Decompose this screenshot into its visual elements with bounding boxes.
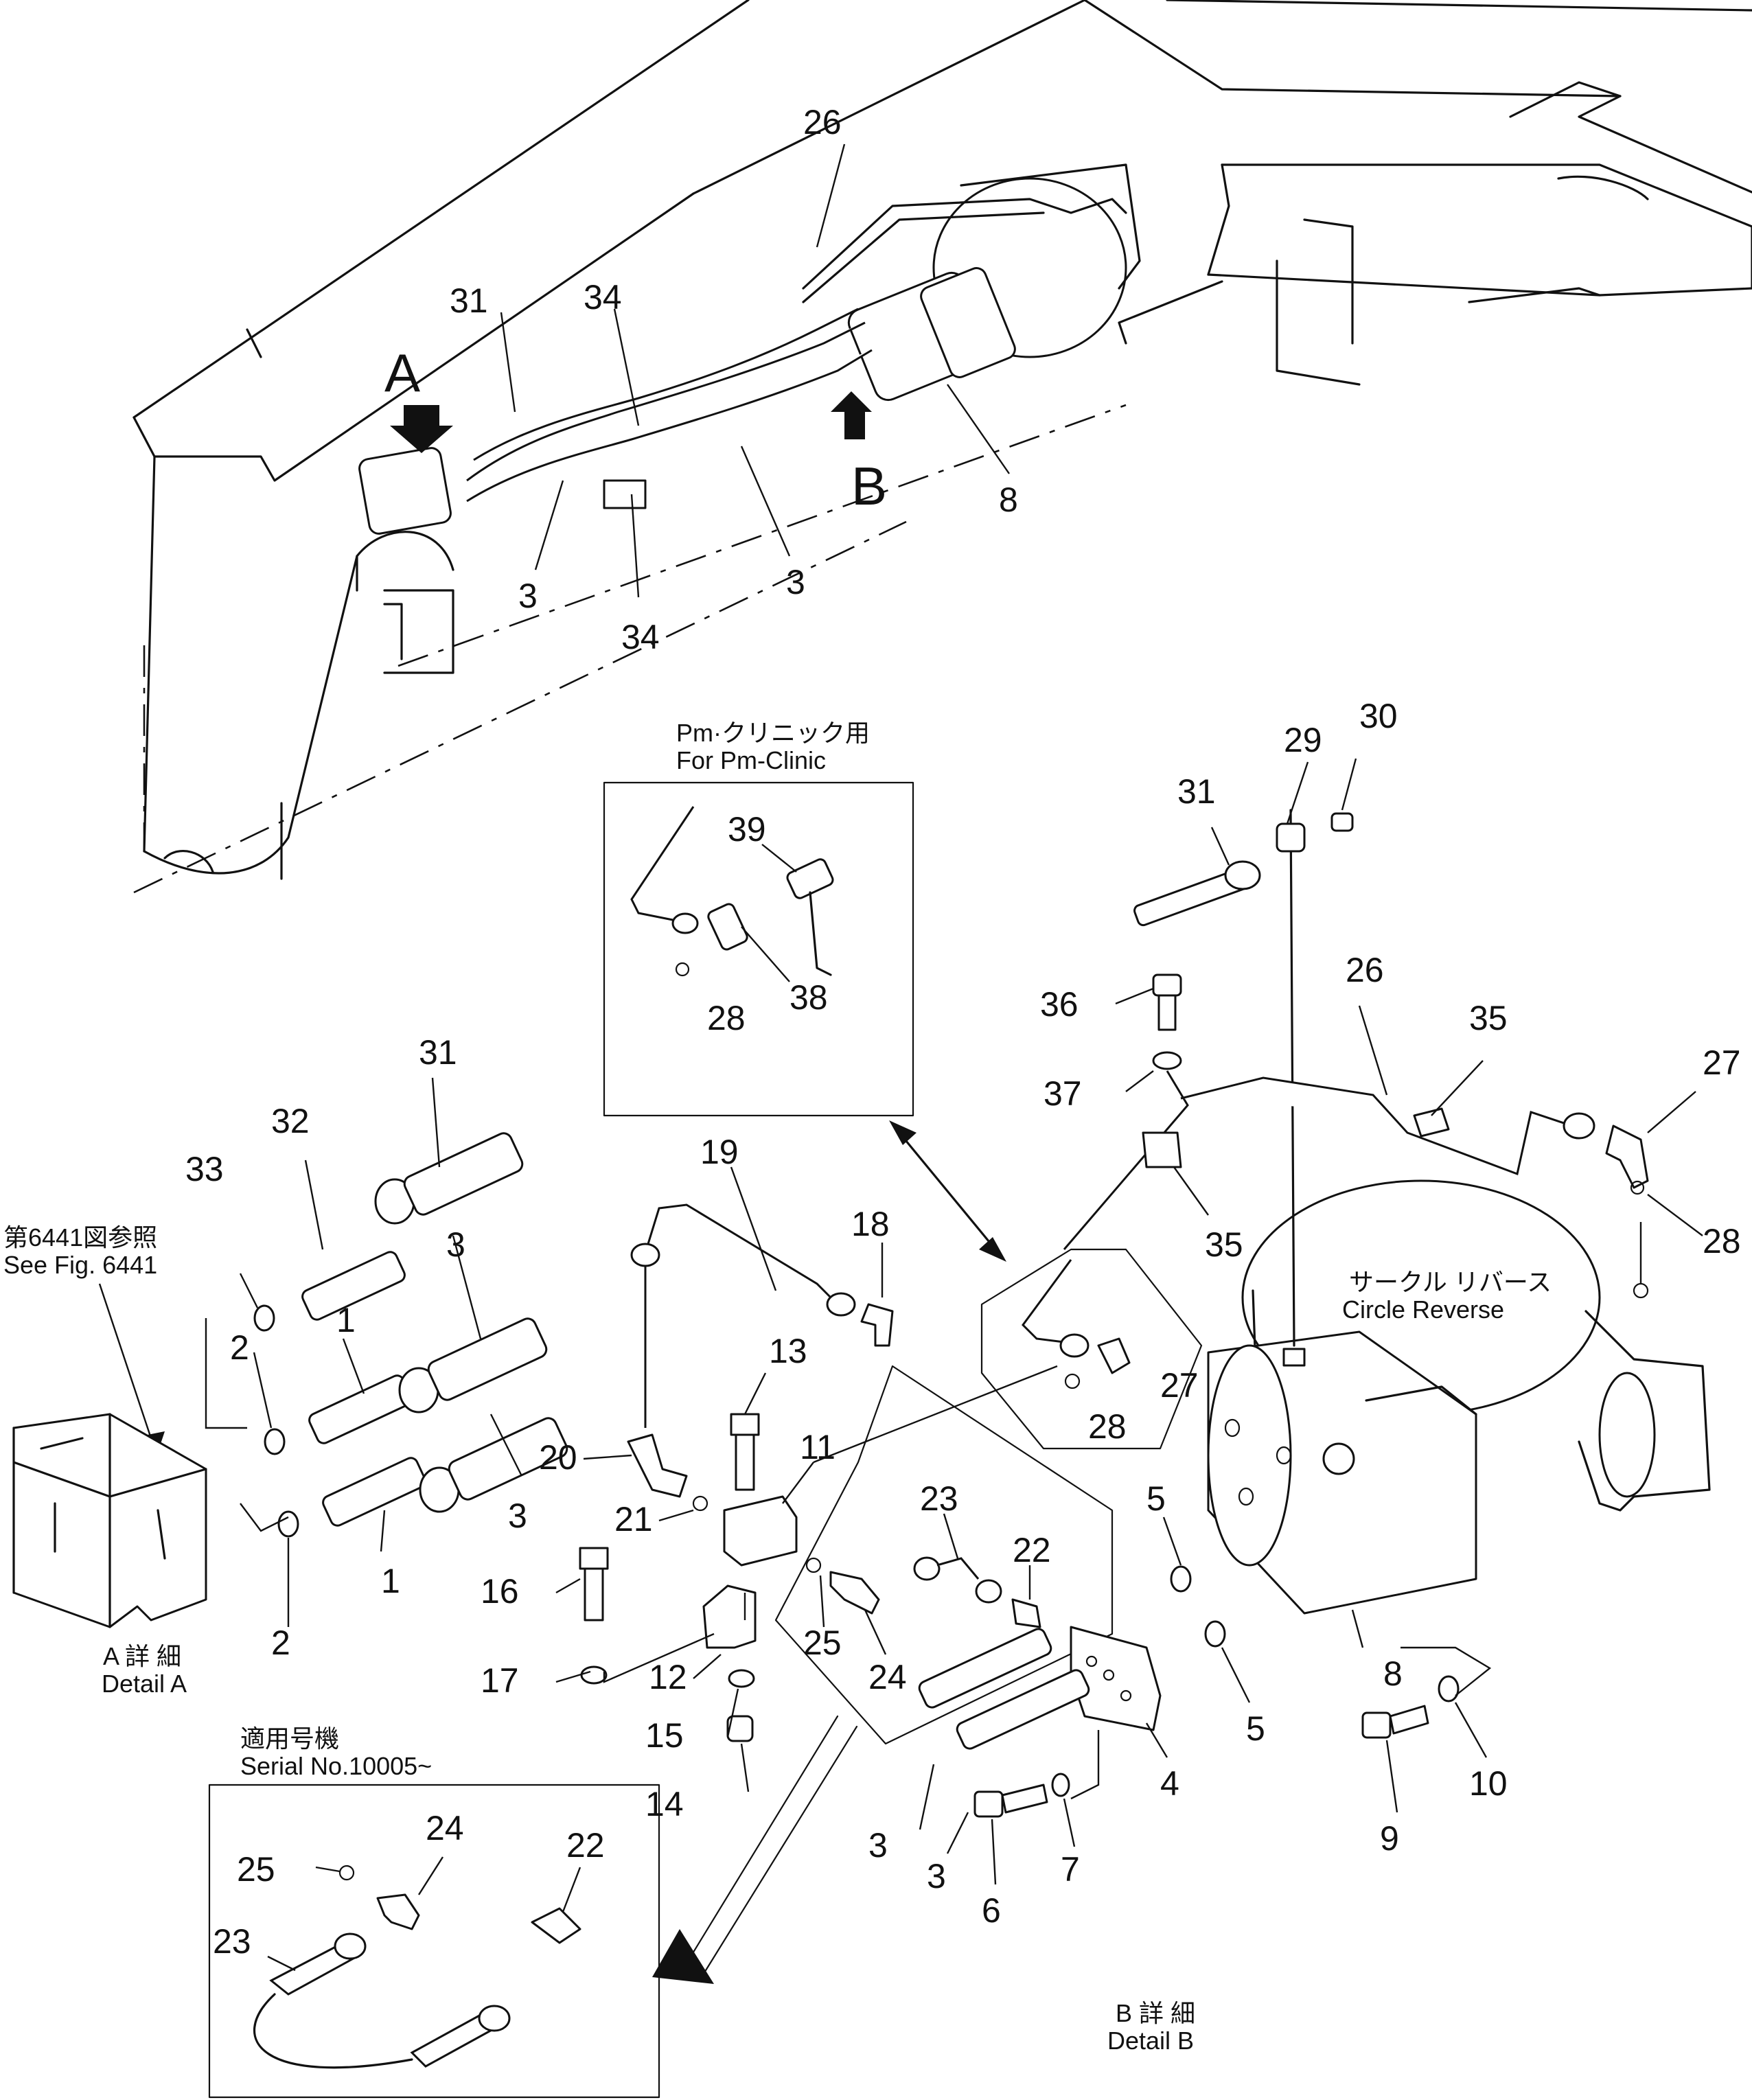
callout-1-a-lower: 1	[381, 1562, 400, 1600]
callout-4: 4	[1160, 1764, 1179, 1803]
callout-23-serial: 23	[213, 1922, 251, 1961]
pm-clinic-title-jp: Pm·クリニック用	[676, 719, 870, 747]
circle-reverse-en: Circle Reverse	[1342, 1295, 1504, 1324]
callout-17: 17	[481, 1661, 519, 1700]
callout-8-top: 8	[999, 481, 1018, 519]
pm-clinic-inset: Pm·クリニック用 For Pm-Clinic 39 38 28	[603, 719, 1006, 1262]
callout-1-a-upper: 1	[336, 1301, 356, 1339]
callout-25-serial: 25	[237, 1850, 275, 1889]
callout-2-a-upper: 2	[230, 1328, 249, 1367]
callout-6: 6	[982, 1891, 1001, 1930]
detail-a-caption-en: Detail A	[102, 1670, 187, 1698]
callout-12: 12	[649, 1658, 687, 1696]
middle-fittings: 23 22 25 24 27 28	[652, 1248, 1203, 1984]
callout-33: 33	[185, 1150, 224, 1188]
callout-15: 15	[645, 1716, 684, 1755]
callout-8-b: 8	[1383, 1654, 1403, 1693]
callout-13: 13	[769, 1332, 807, 1370]
callout-3-b-left: 3	[868, 1826, 888, 1865]
callout-28-b: 28	[1703, 1222, 1741, 1260]
callout-31-b: 31	[1177, 772, 1216, 811]
callout-3-top-left: 3	[518, 577, 538, 615]
serial-inset: 適用号機 Serial No.10005~ 25 24 22 23	[208, 1724, 660, 2099]
callout-35-upper: 35	[1469, 999, 1508, 1037]
callout-34-top: 34	[584, 278, 622, 316]
center-parts: 19 18 13 11 20 21 16 17 12 15 14	[481, 1133, 1058, 1823]
callout-29: 29	[1284, 721, 1322, 759]
callout-3-a-lower: 3	[508, 1497, 527, 1535]
callout-24-middle: 24	[868, 1658, 907, 1696]
circle-reverse-jp: サークル リバース	[1349, 1268, 1552, 1296]
callout-25-middle: 25	[803, 1624, 842, 1662]
callout-20: 20	[539, 1438, 577, 1477]
callout-38: 38	[789, 978, 828, 1017]
serial-title-en: Serial No.10005~	[240, 1752, 432, 1780]
callout-9: 9	[1380, 1819, 1399, 1858]
callout-35-lower: 35	[1205, 1225, 1243, 1264]
serial-title-jp: 適用号機	[240, 1724, 339, 1753]
detail-b-caption-jp: B 詳 細	[1116, 1999, 1195, 2027]
callout-31-top: 31	[450, 281, 488, 320]
view-label-b: B	[851, 456, 887, 516]
callout-3-a-upper: 3	[446, 1225, 465, 1264]
callout-3-b-right: 3	[927, 1857, 946, 1895]
detail-b-caption-en: Detail B	[1107, 2027, 1194, 2055]
callout-11: 11	[800, 1428, 835, 1466]
callout-27-middle: 27	[1160, 1366, 1199, 1405]
callout-19: 19	[700, 1133, 739, 1171]
callout-23-middle: 23	[920, 1479, 958, 1518]
detail-a-section: 第6441図参照 See Fig. 6441 33 32	[3, 1033, 568, 1698]
callout-36: 36	[1040, 985, 1079, 1024]
callout-37: 37	[1044, 1074, 1082, 1113]
pm-clinic-title-en: For Pm-Clinic	[676, 746, 826, 774]
callout-22-serial: 22	[566, 1826, 605, 1865]
detail-a-caption-jp: A 詳 細	[103, 1642, 181, 1670]
callout-30: 30	[1359, 697, 1398, 735]
callout-16: 16	[481, 1572, 519, 1611]
callout-7: 7	[1061, 1850, 1080, 1889]
callout-26-b: 26	[1346, 951, 1384, 989]
callout-32: 32	[271, 1102, 310, 1140]
callout-14: 14	[645, 1785, 684, 1823]
callout-34-bottom: 34	[621, 618, 660, 656]
callout-22-middle: 22	[1013, 1531, 1051, 1569]
callout-28-middle: 28	[1088, 1407, 1127, 1446]
callout-27-b: 27	[1703, 1043, 1741, 1082]
callout-2-a-lower: 2	[271, 1624, 290, 1662]
callout-10: 10	[1469, 1764, 1508, 1803]
view-label-a: A	[384, 343, 420, 403]
callout-18: 18	[851, 1205, 890, 1243]
callout-3-top-right: 3	[786, 563, 805, 601]
detail-b-section: サークル リバース Circle Reverse	[868, 697, 1741, 2055]
callout-31-a: 31	[419, 1033, 457, 1072]
see-fig-jp: 第6441図参照	[3, 1223, 157, 1251]
callout-28-pm: 28	[707, 999, 746, 1037]
callout-39: 39	[728, 810, 766, 849]
callout-24-serial: 24	[426, 1809, 464, 1847]
callout-26-top: 26	[803, 103, 842, 141]
machine-frame-overview: 26 31 34 A B 8 3 3 34	[132, 0, 1752, 894]
callout-5-upper: 5	[1146, 1479, 1166, 1518]
see-fig-en: See Fig. 6441	[3, 1251, 157, 1279]
callout-21: 21	[614, 1500, 653, 1538]
callout-5-lower: 5	[1246, 1709, 1265, 1748]
